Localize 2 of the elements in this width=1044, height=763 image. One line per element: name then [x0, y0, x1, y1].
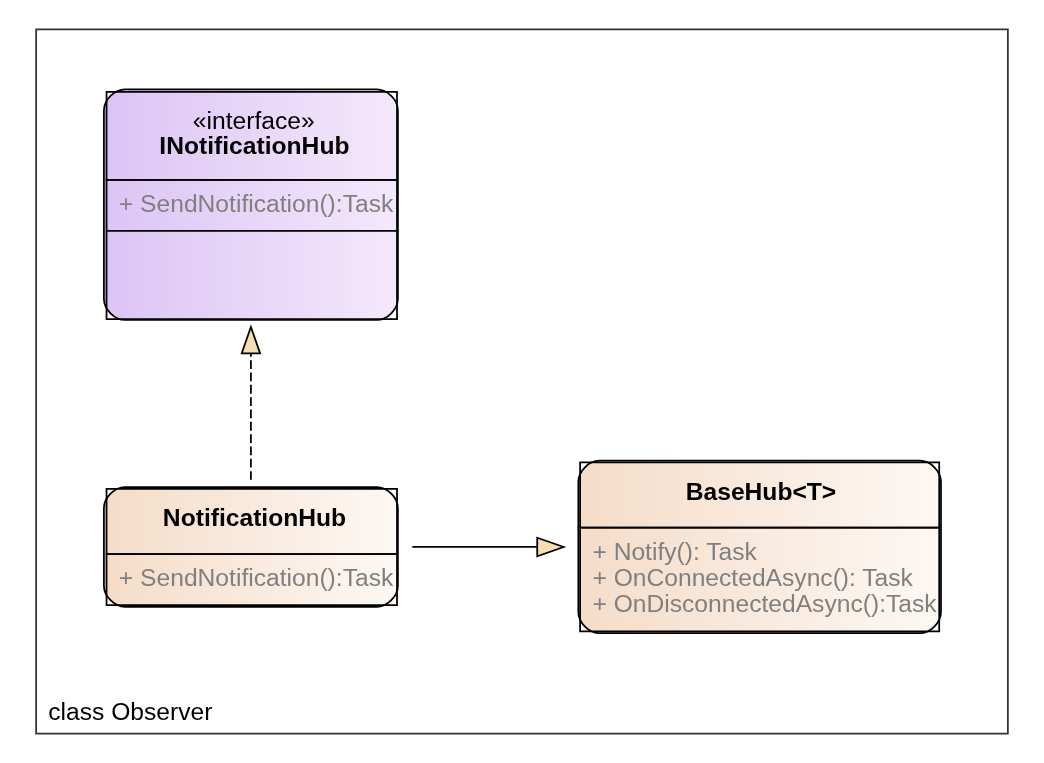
- arrow: [411, 536, 567, 558]
- arrow: [240, 324, 262, 481]
